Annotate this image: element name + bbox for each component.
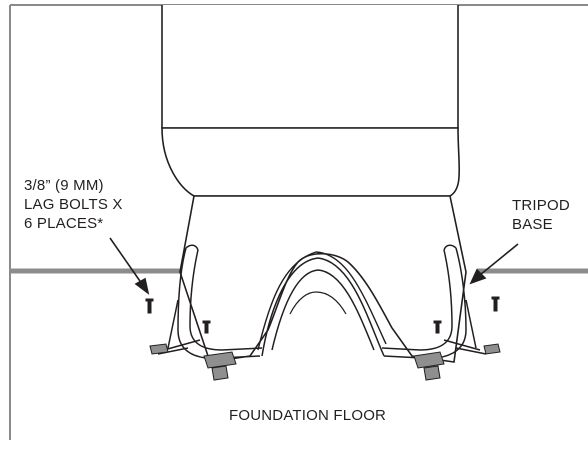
lag-bolts [145, 296, 500, 334]
tank-body [161, 5, 459, 129]
lag-bolt [147, 299, 152, 314]
lag-bolts-label: 3/8” (9 MM) LAG BOLTS X 6 PLACES* [24, 176, 123, 233]
lag-bolts-arrow [109, 237, 143, 285]
tripod-base-label: TRIPOD BASE [512, 196, 570, 234]
tripod-base-label-line-1: TRIPOD [512, 197, 570, 214]
skirt-arch-inner [289, 291, 347, 315]
lag-bolts-label-line-3: 6 PLACES* [24, 215, 104, 232]
lag-bolts-label-line-2: LAG BOLTS X [24, 196, 123, 213]
lag-bolt [435, 321, 440, 334]
skirt-arch [257, 251, 387, 351]
tank-skirt [179, 195, 467, 363]
lag-bolt [493, 297, 498, 312]
callout-arrows [109, 237, 519, 295]
tripod-feet [149, 343, 501, 381]
foundation-floor-label: FOUNDATION FLOOR [229, 407, 387, 424]
tripod-base [157, 244, 487, 360]
lag-bolt [204, 321, 209, 334]
tripod-base-label-line-2: BASE [512, 216, 553, 233]
lag-bolts-label-line-1: 3/8” (9 MM) [24, 177, 104, 194]
tank-bottom-dome [161, 127, 461, 197]
tripod-base-arrow [479, 243, 519, 276]
